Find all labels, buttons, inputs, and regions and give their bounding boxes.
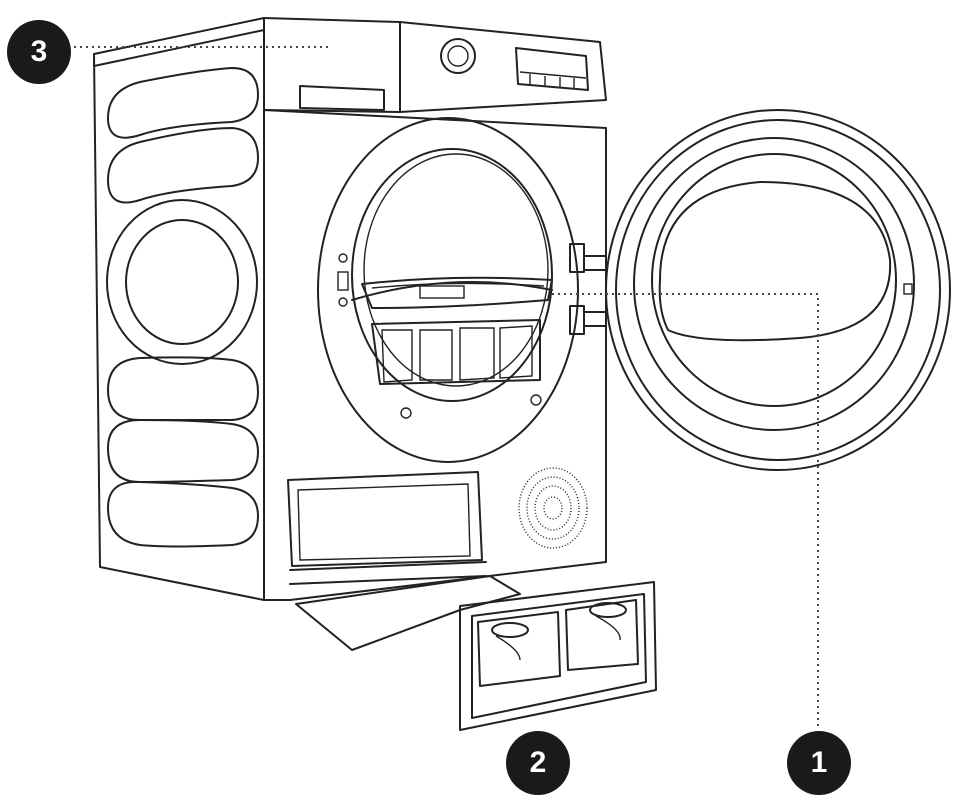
leader-1 [552,293,819,730]
filter-panel [295,575,657,731]
porthole [317,117,579,463]
door-hinges [569,243,607,335]
lower-compartment [287,467,588,585]
callout-3-label: 3 [30,35,48,68]
callout-3-badge: 3 [7,20,71,84]
callout-1-label: 1 [810,746,828,779]
callout-2-badge: 2 [506,731,570,795]
side-panel [93,17,265,601]
callout-1-badge: 1 [787,731,851,795]
leader-lines [74,46,819,730]
open-door [605,109,951,471]
callout-2-label: 2 [529,746,547,779]
front-body [263,17,607,601]
